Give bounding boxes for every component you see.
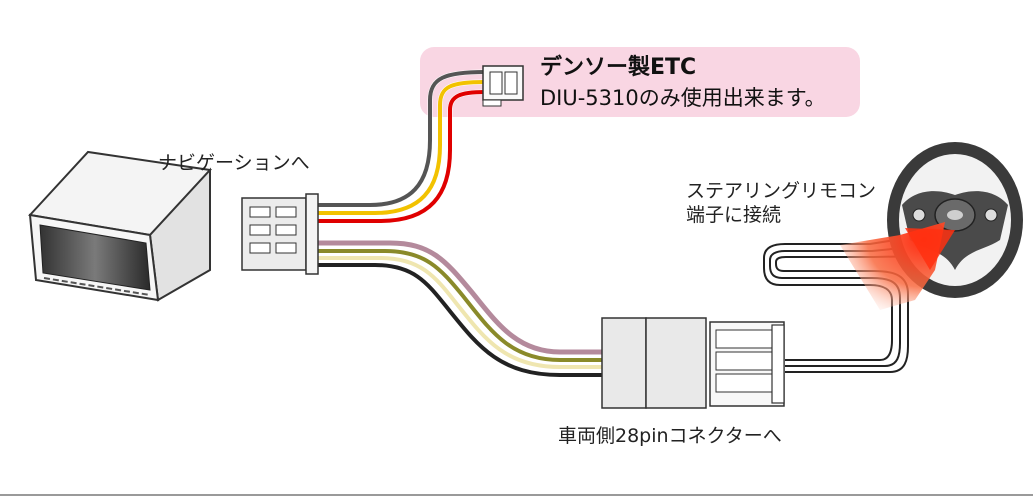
steering-label-line2: 端子に接続 <box>686 204 782 226</box>
navigation-unit-icon <box>28 150 213 302</box>
vehicle-connector <box>601 317 785 409</box>
signal-arrow-icon <box>840 222 955 310</box>
vehicle-wires <box>312 240 608 377</box>
etc-wires <box>312 69 488 224</box>
etc-connector <box>482 65 524 107</box>
vehicle-connector-label: 車両側28pinコネクターへ <box>558 425 782 447</box>
etc-compatibility-note: DIU-5310のみ使用出来ます。 <box>540 86 826 110</box>
etc-title: デンソー製ETC <box>540 55 697 80</box>
bottom-divider <box>0 494 1033 496</box>
steering-label-line1: ステアリングリモコン <box>686 180 877 202</box>
navigation-label: ナビゲーションへ <box>158 152 310 174</box>
steering-wires <box>763 235 925 373</box>
navigation-side-connector <box>241 193 319 275</box>
